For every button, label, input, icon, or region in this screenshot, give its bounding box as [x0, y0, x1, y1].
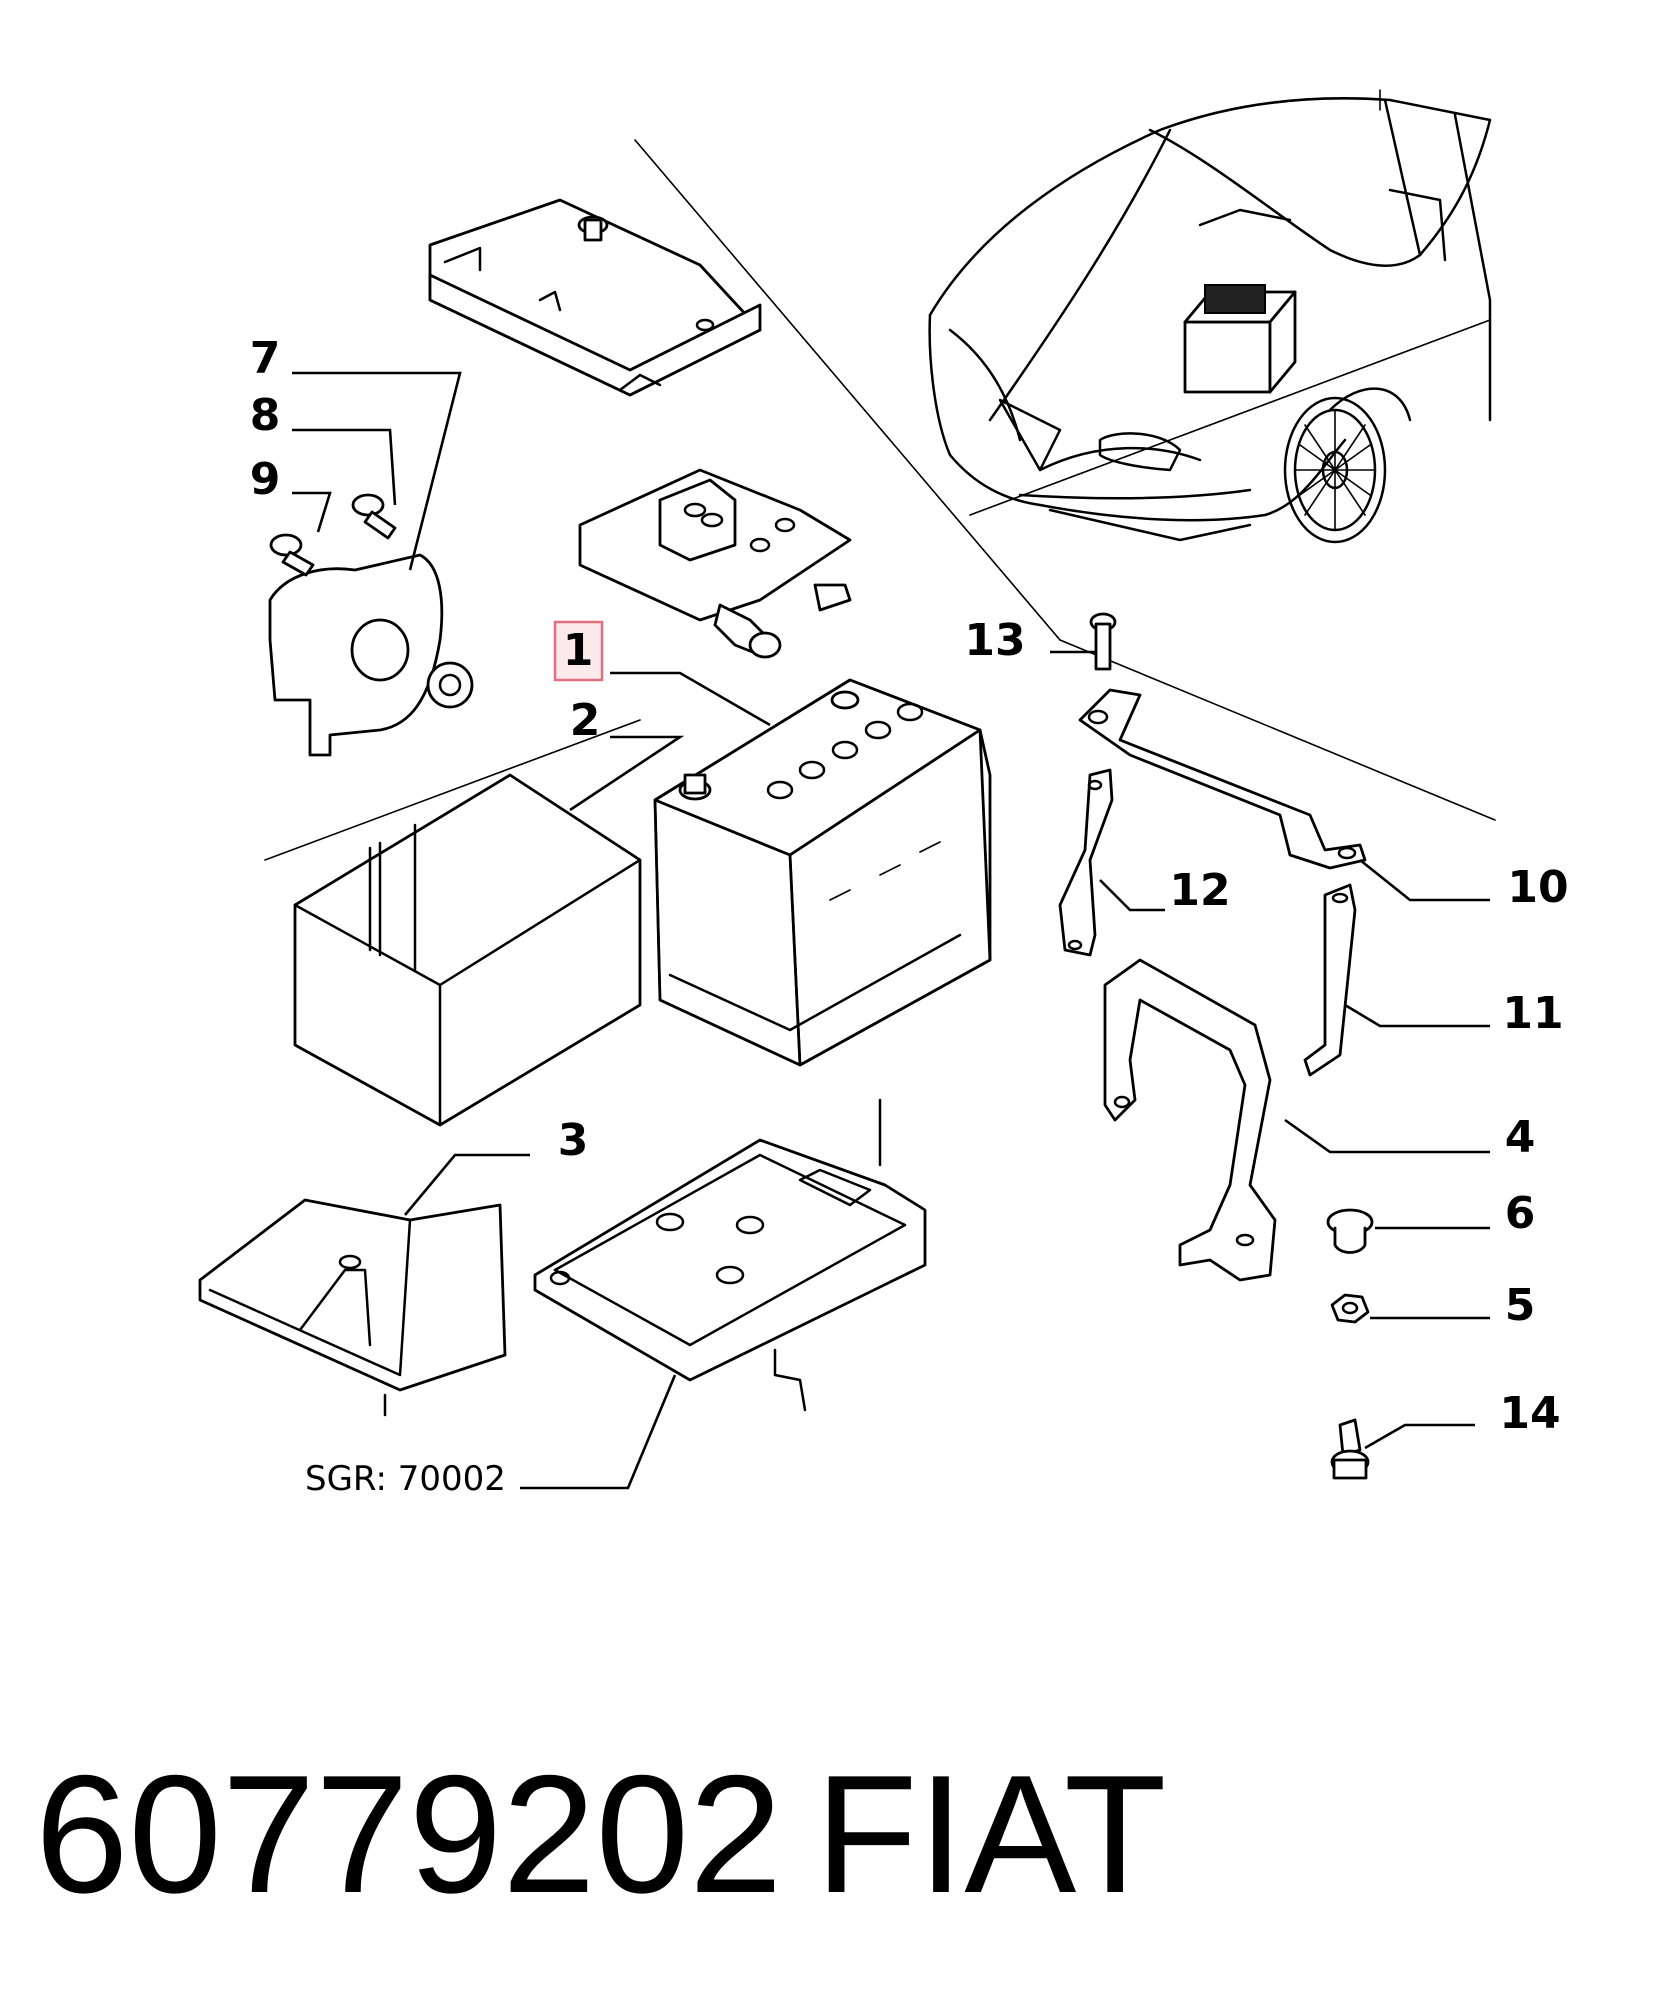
nut-5: [1330, 1293, 1370, 1324]
callout-7: 7: [250, 333, 281, 384]
battery: [653, 678, 992, 1067]
callout-14: 14: [1499, 1388, 1560, 1439]
leader-lines: [292, 371, 1490, 1490]
bolt-13: [1089, 612, 1117, 671]
callout-12: 12: [1169, 865, 1230, 916]
callout-10: 10: [1507, 862, 1568, 913]
mounting-plate: [533, 1098, 927, 1412]
callout-labels: 1 2 3 4 5 6 7 8 9 10 11 12 13 14: [250, 333, 1569, 1439]
callout-4: 4: [1505, 1112, 1536, 1163]
battery-box: [293, 773, 642, 1127]
callout-8: 8: [250, 390, 281, 441]
callout-3: 3: [558, 1115, 589, 1166]
bracket-10: [1078, 688, 1367, 870]
brand-name: FIAT: [815, 1740, 1167, 1928]
plug-6: [1326, 1208, 1374, 1254]
screw-9: [269, 533, 315, 577]
callout-1: 1: [563, 625, 594, 676]
callout-2: 2: [570, 695, 601, 746]
bolt-14: [1330, 1418, 1370, 1480]
bracket-4: [1103, 958, 1277, 1282]
strap-12: [1058, 768, 1114, 957]
callout-9: 9: [250, 454, 281, 505]
heat-shield-tray: [198, 1198, 507, 1417]
callout-6: 6: [1505, 1188, 1536, 1239]
battery-top-cover: [428, 198, 762, 397]
callout-13: 13: [964, 615, 1025, 666]
sgr-reference: SGR: 70002: [305, 1459, 506, 1499]
callout-1-highlight: [553, 620, 604, 682]
screw-8: [351, 493, 397, 540]
terminal-cap: [268, 553, 474, 757]
strap-11: [1303, 883, 1357, 1077]
callout-11: 11: [1502, 988, 1563, 1039]
perspective-guide-lines: [264, 139, 1496, 861]
callout-5: 5: [1505, 1280, 1536, 1331]
terminal-fuse-block: [578, 468, 852, 659]
part-number: 60779202: [35, 1740, 782, 1928]
car-illustration: [928, 89, 1492, 544]
